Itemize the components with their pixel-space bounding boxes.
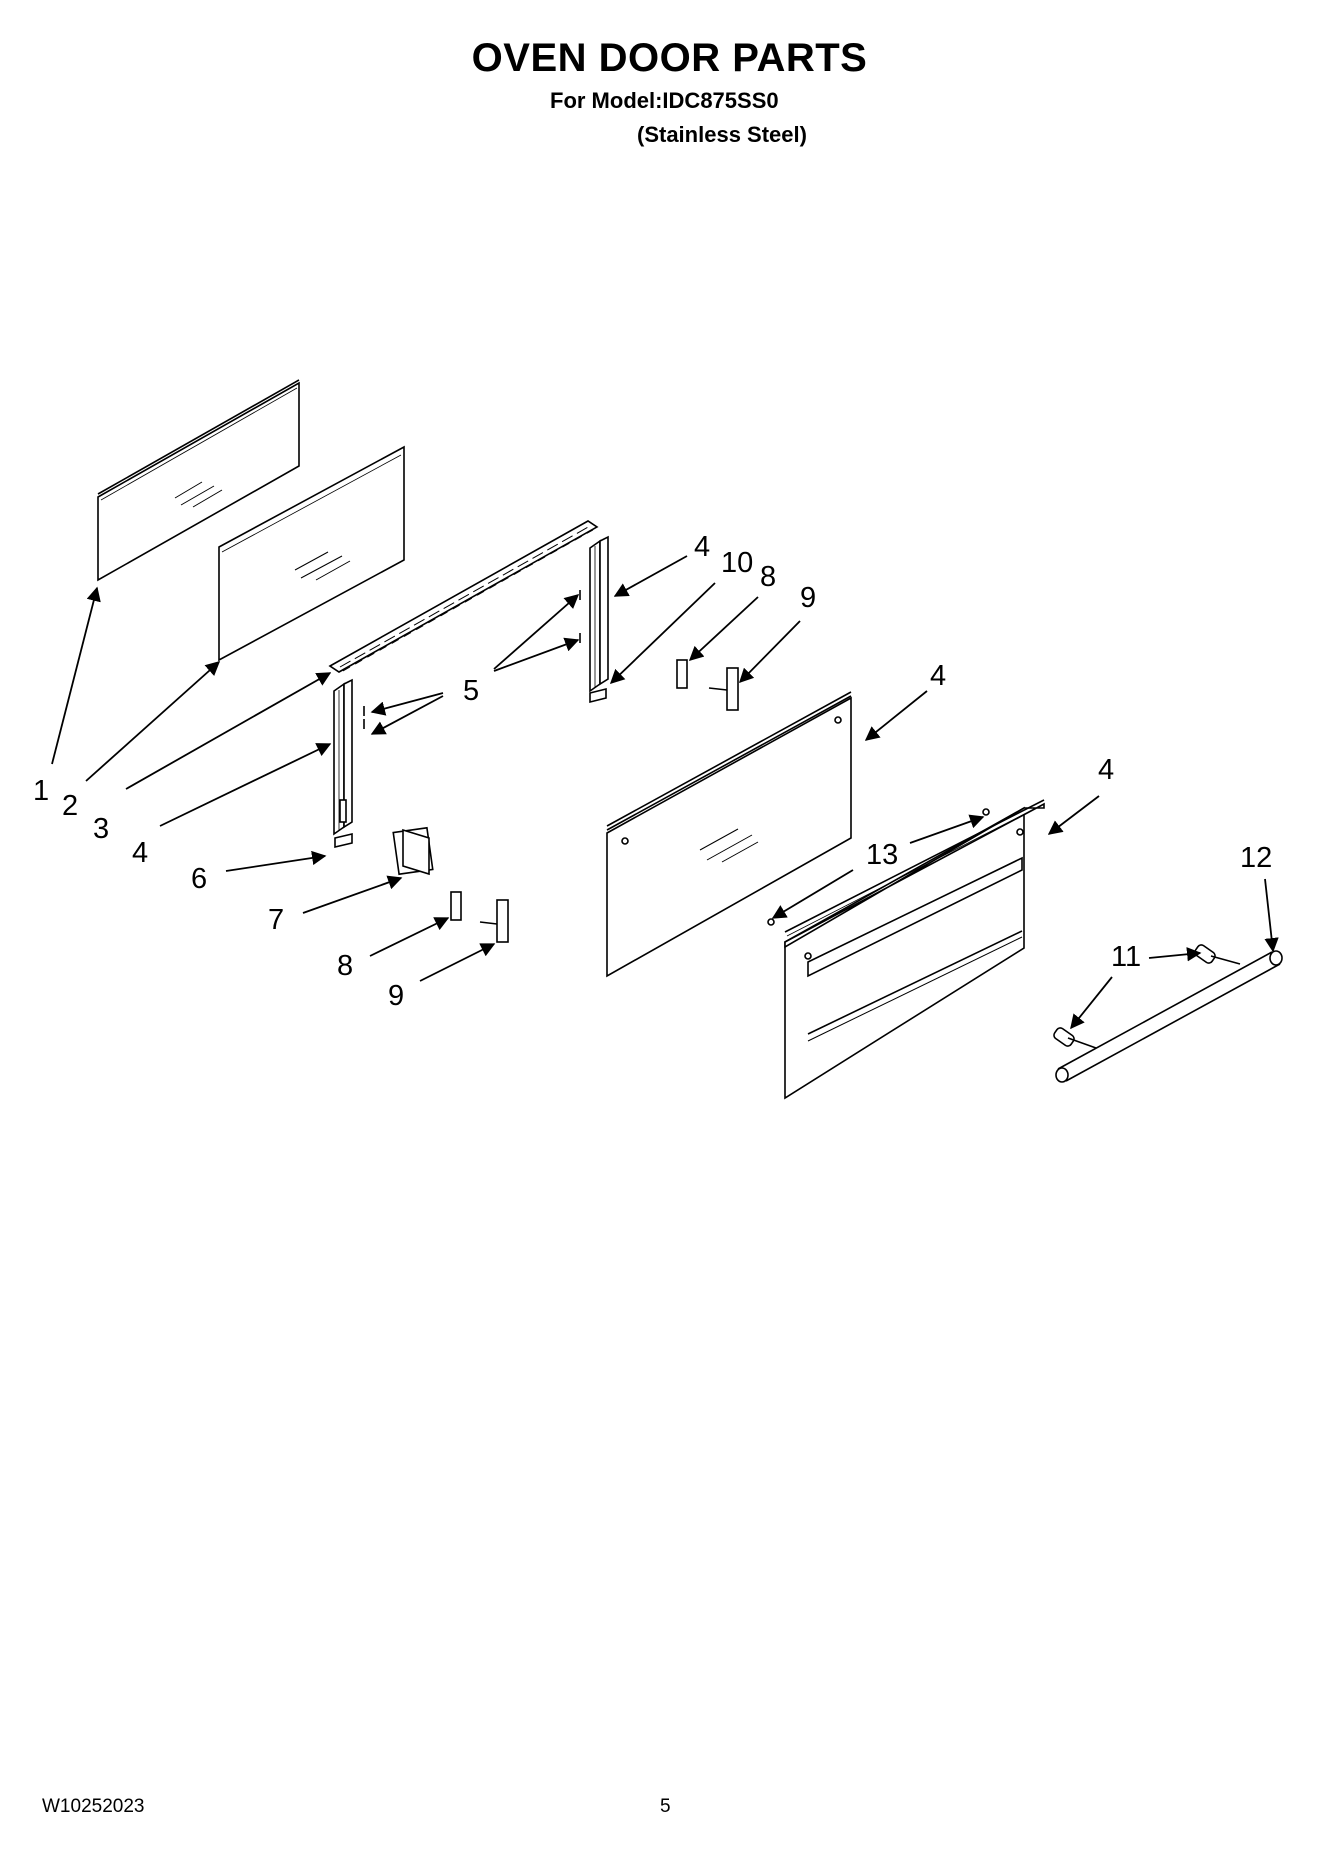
callout-1: 1 (33, 775, 49, 807)
outer-glass-panel-part-1 (97, 379, 300, 582)
leader-10 (609, 582, 716, 684)
leader-8-left (369, 917, 450, 957)
inner-glass-panel-part-2 (218, 445, 405, 662)
callout-6: 6 (191, 863, 207, 895)
page-title: OVEN DOOR PARTS (471, 36, 868, 80)
shield-plate-part-7 (402, 828, 430, 876)
leader-9-left (419, 943, 496, 982)
middle-glass-panel-part-4 (606, 691, 852, 978)
callout-3: 3 (93, 813, 109, 845)
leader-7 (302, 875, 403, 914)
screws-part-13 (767, 808, 990, 926)
handle-bar-part-12 (1055, 950, 1283, 1083)
callout-9-right: 9 (800, 582, 816, 614)
callout-4-middle-panel: 4 (930, 660, 946, 692)
hinge-parts-right (676, 659, 739, 711)
callout-7: 7 (268, 904, 284, 936)
hinge-parts-left (450, 891, 509, 943)
vent-trim-strip-part-3 (328, 520, 599, 673)
callout-4-front-panel: 4 (1098, 754, 1114, 786)
variant-line: (Stainless Steel) (637, 122, 807, 147)
leader-5-b (370, 695, 444, 735)
leader-13-a (909, 814, 985, 844)
leader-8-right (688, 596, 759, 661)
leader-4-middle (864, 690, 928, 741)
callout-9-left: 9 (388, 980, 404, 1012)
callout-4-left-channel: 4 (132, 837, 148, 869)
callout-4-right-channel: 4 (694, 531, 710, 563)
leader-4-left-channel (159, 743, 332, 827)
leader-4-right-channel (613, 555, 688, 597)
leader-11-a (1148, 947, 1202, 962)
callout-10: 10 (721, 547, 753, 579)
leader-13-b (771, 869, 854, 919)
leader-4-front (1047, 795, 1100, 835)
leader-5-a (370, 692, 444, 716)
callout-12: 12 (1240, 842, 1272, 874)
right-side-channel-part-4 (589, 535, 609, 704)
callout-labels: 1 2 3 4 4 4 4 4 5 6 7 8 8 9 9 10 11 12 1… (33, 531, 1272, 1012)
leader-12 (1264, 878, 1279, 953)
page-number: 5 (660, 1796, 671, 1817)
callout-13: 13 (866, 839, 898, 871)
front-door-panel-part-4 (784, 799, 1045, 1100)
leader-5-c (493, 594, 580, 670)
leader-11-b (1070, 976, 1113, 1030)
handle-mounts-part-11 (1053, 944, 1241, 1049)
callout-8-right: 8 (760, 561, 776, 593)
leader-5-d (493, 637, 580, 672)
callout-8-left: 8 (337, 950, 353, 982)
left-side-channel-part-4 (333, 678, 353, 849)
leader-6 (225, 850, 327, 872)
callout-2: 2 (62, 790, 78, 822)
leader-2 (85, 661, 221, 782)
clips-part-5 (363, 590, 581, 729)
model-line: For Model:IDC875SS0 (550, 88, 779, 113)
callout-11: 11 (1111, 941, 1141, 973)
leader-9-right (738, 620, 801, 684)
leader-1 (51, 586, 101, 765)
callout-5: 5 (463, 675, 479, 707)
document-number: W10252023 (42, 1796, 145, 1817)
leader-3 (125, 672, 332, 790)
